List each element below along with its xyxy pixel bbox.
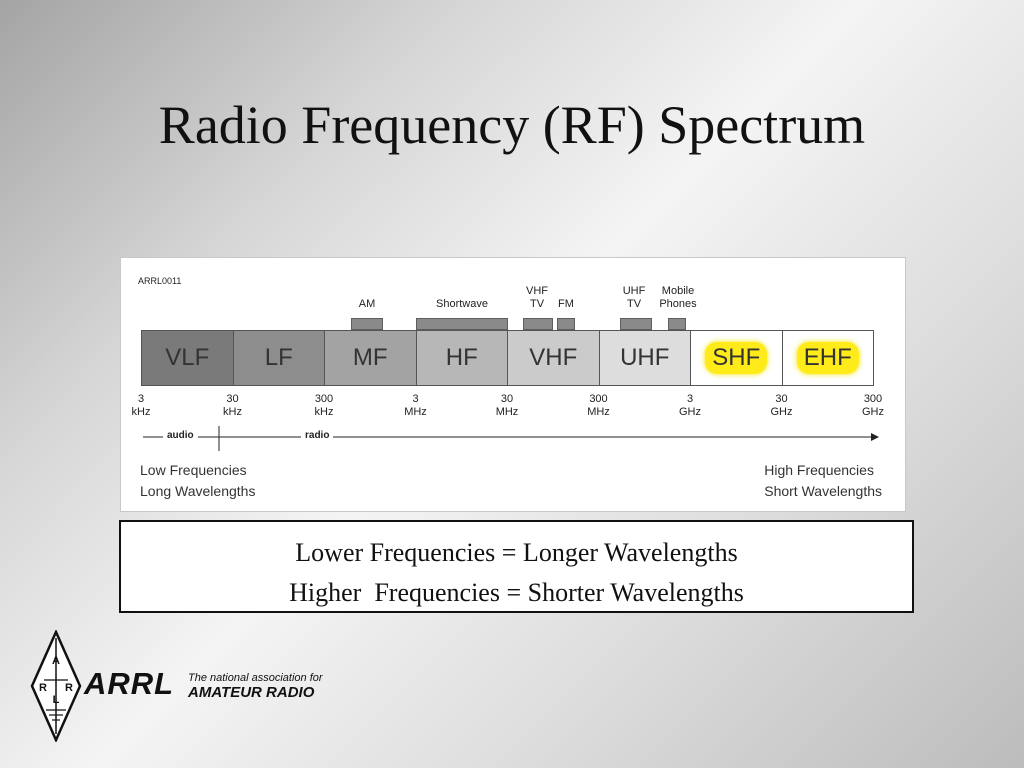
- tick-unit: kHz: [314, 406, 334, 418]
- tick-value: 300: [589, 393, 608, 405]
- app-bar-shortwave: [416, 318, 508, 330]
- app-label-fm: FM: [558, 298, 574, 310]
- high-frequencies-label: High Frequencies: [764, 462, 874, 478]
- tick-value: 30: [775, 393, 788, 405]
- long-wavelengths-label: Long Wavelengths: [140, 483, 256, 499]
- caption-box: Lower Frequencies = Longer Wavelengths H…: [119, 520, 914, 613]
- axis-label-radio: radio: [301, 430, 334, 441]
- band-label-mf: MF: [352, 344, 388, 371]
- band-label-shf: SHF: [705, 342, 768, 374]
- app-label-uhf-tv-2: TV: [626, 298, 642, 310]
- band-vlf: VLF: [141, 330, 234, 386]
- low-frequencies-label: Low Frequencies: [140, 462, 247, 478]
- app-label-vhf-tv-1: VHF: [526, 285, 548, 297]
- arrl-tagline-1: The national association for: [188, 672, 323, 684]
- tick-value: 3: [686, 393, 694, 405]
- band-shf: SHF: [690, 330, 783, 386]
- band-lf: LF: [232, 330, 325, 386]
- arrl-wordmark: ARRL: [84, 666, 175, 701]
- band-hf: HF: [415, 330, 508, 386]
- tick-value: 30: [500, 393, 514, 405]
- tick-value: 3: [412, 393, 419, 405]
- axis-label-audio: audio: [163, 430, 198, 441]
- band-label-lf: LF: [264, 344, 293, 371]
- short-wavelengths-label: Short Wavelengths: [764, 483, 882, 499]
- band-uhf: UHF: [598, 330, 691, 386]
- emblem-letter-a: A: [52, 655, 60, 667]
- emblem-letter-l: L: [53, 694, 60, 706]
- band-label-uhf: UHF: [620, 344, 670, 371]
- tick-value: 300: [863, 393, 883, 405]
- app-bar-uhf-tv: [620, 318, 652, 330]
- caption-line-2: Higher Frequencies = Shorter Wavelengths: [289, 578, 744, 607]
- band-label-vhf: VHF: [529, 344, 578, 371]
- emblem-letter-r-left: R: [39, 682, 47, 694]
- band-label-vlf: VLF: [165, 344, 210, 371]
- tick-value: 300: [314, 393, 334, 405]
- band-label-ehf: EHF: [796, 342, 859, 374]
- app-label-shortwave: Shortwave: [436, 298, 488, 310]
- tick-unit: GHz: [862, 406, 884, 418]
- band-label-hf: HF: [445, 344, 478, 371]
- arrl-diamond-emblem-icon: A R R L: [30, 630, 82, 742]
- tick-unit: kHz: [131, 406, 151, 418]
- app-label-am: AM: [358, 298, 376, 310]
- high-frequency-note: High Frequencies Short Wavelengths: [764, 460, 882, 502]
- app-bar-fm: [557, 318, 575, 330]
- app-bar-am: [351, 318, 383, 330]
- tick-unit: MHz: [587, 406, 610, 418]
- tick-value: 3: [137, 393, 145, 405]
- caption-line-1: Lower Frequencies = Longer Wavelengths: [295, 538, 738, 567]
- tick-unit: GHz: [770, 406, 793, 418]
- app-label-uhf-tv-1: UHF: [622, 285, 646, 297]
- band-ehf: EHF: [781, 330, 874, 386]
- spectrum-axis: [143, 426, 879, 451]
- tick-unit: MHz: [495, 406, 519, 418]
- app-label-mobile-2: Phones: [659, 298, 697, 310]
- arrl-logo: A R R L ARRL The national association fo…: [30, 630, 350, 745]
- tick-unit: GHz: [679, 406, 701, 418]
- tick-unit: kHz: [223, 406, 242, 418]
- band-vhf: VHF: [507, 330, 600, 386]
- slide-title: Radio Frequency (RF) Spectrum: [158, 95, 866, 155]
- app-label-mobile-1: Mobile: [661, 285, 695, 297]
- arrl-tagline-2: AMATEUR RADIO: [188, 684, 315, 701]
- tick-value: 30: [226, 393, 239, 405]
- band-mf: MF: [324, 330, 417, 386]
- low-frequency-note: Low Frequencies Long Wavelengths: [140, 460, 255, 502]
- app-label-vhf-tv-2: TV: [529, 298, 545, 310]
- app-bar-vhf-tv: [523, 318, 553, 330]
- emblem-letter-r-right: R: [65, 682, 73, 694]
- figure-id: ARRL0011: [138, 276, 182, 286]
- tick-unit: MHz: [404, 406, 427, 418]
- app-bar-mobile-phones: [668, 318, 686, 330]
- spectrum-figure: ARRL0011 AM Shortwave VHF TV FM UHF TV M…: [120, 257, 906, 512]
